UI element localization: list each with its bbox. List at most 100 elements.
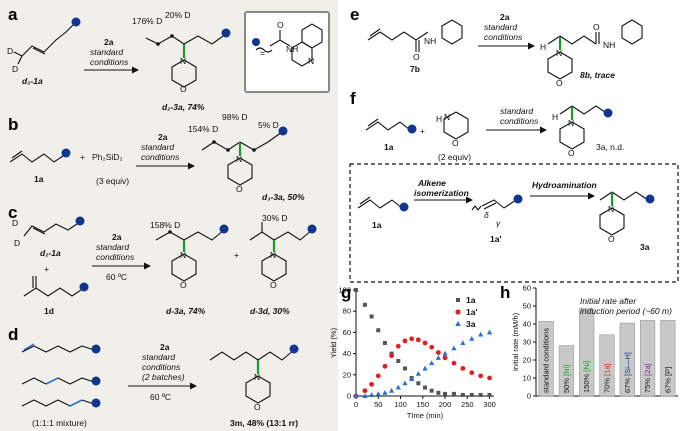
x-tick-label: 150	[417, 400, 430, 409]
8b-structure: H O NH N O	[540, 19, 643, 88]
reagent-2a: 2a	[158, 132, 168, 142]
x-tick-label: 50	[374, 400, 382, 409]
n-atom: N	[270, 250, 276, 260]
bar	[599, 334, 615, 397]
data-point-1a'	[375, 373, 381, 379]
data-point-3a	[415, 370, 421, 376]
d2-3a-structure: N O	[145, 28, 231, 94]
n-atom: N	[236, 154, 242, 164]
data-point-1a	[396, 359, 401, 364]
morpholine-structure: H N O	[436, 111, 469, 148]
plus-sign: +	[234, 250, 239, 260]
3a-label-mech: 3a	[640, 242, 650, 252]
data-point-1a	[429, 388, 434, 393]
legend-label-3a: 3a	[466, 319, 476, 329]
d-3a-label: d-3a, 74%	[166, 306, 206, 316]
nh-atom: NH	[603, 40, 615, 50]
d3-3a-label: d₃-3a, 50%	[262, 192, 305, 202]
bar-label-part: 70%	[603, 376, 612, 393]
bar-label: 75% [2a]	[643, 363, 652, 393]
conditions-line2: conditions	[141, 152, 180, 162]
data-point-3a	[402, 380, 408, 386]
n-atom: N	[308, 56, 314, 66]
panel-d-label: d	[8, 325, 18, 344]
y-tick-label: 40	[523, 320, 531, 329]
panel-g-label: g	[341, 283, 351, 302]
o-atom: O	[568, 148, 575, 158]
bar	[538, 320, 554, 397]
data-point-1a'	[369, 381, 374, 387]
panel-c-label: c	[8, 203, 17, 222]
d-3a-structure: N O	[155, 224, 229, 290]
bar-label: 50% [Ni]	[562, 365, 571, 393]
data-point-3a	[429, 360, 435, 366]
deuterium-pct2: 20% D	[165, 10, 191, 20]
silane-equiv: (3 equiv)	[96, 176, 129, 186]
data-point-1a	[443, 391, 448, 396]
data-point-1a	[362, 302, 367, 307]
data-point-3a	[362, 393, 368, 398]
x-tick-label: 0	[354, 400, 358, 409]
deuterium-pct1: 158% D	[150, 220, 180, 230]
aminoquinoline-structure: = O NH N	[252, 20, 323, 67]
bar-label: 70% [1a]	[603, 363, 612, 393]
1a-structure	[9, 148, 71, 163]
data-point-1a'	[469, 370, 475, 376]
o-atom: O	[593, 22, 600, 32]
data-point-1a	[382, 341, 387, 345]
d-label: D	[12, 64, 18, 74]
data-point-3a	[486, 329, 493, 335]
data-point-3a	[422, 365, 428, 371]
legend-label-1a: 1a	[466, 295, 476, 305]
reagent-2a: 2a	[160, 342, 170, 352]
step-isomerization: isomerization	[414, 188, 469, 198]
legend-marker	[455, 321, 461, 326]
conditions-line2: conditions	[500, 116, 539, 126]
data-point-1a	[436, 390, 441, 395]
data-point-3a	[469, 335, 475, 341]
bar	[579, 308, 595, 397]
data-point-1a	[451, 391, 456, 396]
amine-equiv: (2 equiv)	[438, 152, 471, 162]
conditions-line1: standard	[90, 47, 123, 57]
data-point-3a	[395, 384, 401, 390]
legend-label-1a': 1a'	[466, 307, 477, 317]
bar-label: 67% [Si—H]	[623, 352, 632, 393]
reagent-2a: 2a	[500, 12, 510, 22]
panel-b: b 1a + Ph₂SiD₂ (3 equiv) 2a standard con…	[8, 112, 305, 202]
bar-label-part: 67%	[623, 376, 632, 393]
deuterium-pct1: 176% D	[132, 16, 162, 26]
o-atom: O	[254, 402, 261, 412]
data-point-3a	[451, 345, 457, 351]
o-atom: O	[556, 78, 563, 88]
1a-label: 1a	[34, 174, 44, 184]
deuterium-pct1: 154% D	[188, 124, 218, 134]
h-atom: H	[436, 114, 442, 124]
y-tick-label: 0	[347, 392, 351, 401]
bar	[558, 345, 575, 397]
3m-label: 3m, 48% (13:1 rr)	[230, 418, 298, 428]
y-tick-label: 100	[338, 286, 351, 295]
data-point-3a	[442, 350, 448, 356]
delta-label: δ	[484, 210, 489, 220]
conditions-line2: conditions	[142, 362, 181, 372]
alkene-mixture	[21, 343, 101, 408]
data-point-1a'	[409, 336, 415, 342]
bar-label-part: [Ni]	[582, 360, 591, 371]
data-point-1a'	[395, 343, 401, 349]
y-tick-label: 0	[527, 392, 531, 401]
x-tick-label: 100	[394, 400, 407, 409]
y-tick-label: 60	[523, 284, 531, 293]
panel-d: d (1:1:1 mixture) 2a standard conditions…	[8, 325, 299, 428]
x-tick-label: 300	[483, 400, 496, 409]
conditions-line1: standard	[141, 142, 174, 152]
bar-label: standard conditions	[542, 328, 551, 393]
1a-structure	[365, 118, 417, 134]
n-atom: N	[608, 204, 614, 214]
y-tick-label: 80	[343, 307, 351, 316]
bar-label-part: [1a]	[603, 363, 612, 376]
o-atom: O	[277, 20, 284, 30]
n-atom: N	[180, 56, 186, 66]
panel-a: a D D d₂-1a 2a standard conditions N	[7, 5, 330, 112]
